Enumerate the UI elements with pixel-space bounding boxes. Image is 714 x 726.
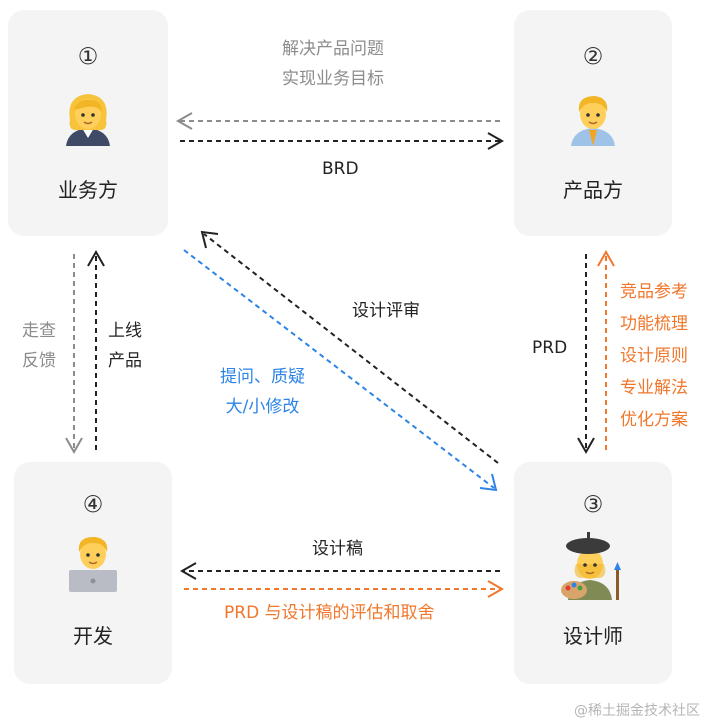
design-review-label: 设计评审 <box>352 301 420 321</box>
designer-node: ③ 设计师 <box>514 462 672 684</box>
label-line: 竞品参考 <box>620 282 688 302</box>
label-line: 走查 <box>22 321 56 341</box>
node-role: 业务方 <box>58 178 118 202</box>
left-black-label: 上线 产品 <box>108 316 142 376</box>
watermark: @稀土掘金技术社区 <box>574 703 700 719</box>
blue-label: 提问、质疑 大/小修改 <box>220 362 305 422</box>
node-role: 开发 <box>73 624 113 648</box>
top-gray-label: 解决产品问题 实现业务目标 <box>282 34 384 94</box>
node-number: ③ <box>582 492 604 518</box>
label-line: 解决产品问题 <box>282 39 384 59</box>
label-line: 设计原则 <box>620 346 688 366</box>
node-role: 产品方 <box>563 178 623 202</box>
top-gray-arrow <box>175 112 500 130</box>
right-orange-arrow <box>597 249 615 450</box>
product-node: ② 产品方 <box>514 10 672 236</box>
label-line: 优化方案 <box>620 410 688 430</box>
design-draft-label: 设计稿 <box>312 539 363 559</box>
left-gray-label: 走查 反馈 <box>22 316 56 376</box>
artist-icon <box>558 530 628 606</box>
label-line: 功能梳理 <box>620 314 688 334</box>
node-role: 设计师 <box>563 624 623 648</box>
label-line: 产品 <box>108 351 142 371</box>
diagonal-black-arrow <box>200 230 499 464</box>
node-number: ② <box>582 44 604 70</box>
label-line: 实现业务目标 <box>282 69 384 89</box>
label-line: 提问、质疑 <box>220 367 305 387</box>
top-black-arrow <box>180 132 505 150</box>
label-line: 反馈 <box>22 351 56 371</box>
brd-label: BRD <box>322 159 359 179</box>
bottom-black-arrow <box>179 562 500 580</box>
label-line: 专业解法 <box>620 378 688 398</box>
label-line: 上线 <box>108 321 142 341</box>
prd-label: PRD <box>532 338 568 358</box>
businesswoman-icon <box>62 90 114 152</box>
label-line: 大/小修改 <box>225 397 300 417</box>
bottom-orange-label: PRD 与设计稿的评估和取舍 <box>224 603 435 623</box>
left-gray-arrow <box>65 254 83 455</box>
businessman-icon <box>567 90 619 152</box>
right-black-arrow <box>577 254 595 455</box>
node-number: ① <box>77 44 99 70</box>
developer-node: ④ 开发 <box>14 462 172 684</box>
business-node: ① 业务方 <box>8 10 168 236</box>
technologist-icon <box>65 532 121 598</box>
bottom-orange-arrow <box>184 580 505 598</box>
diagonal-blue-arrow <box>183 249 498 492</box>
left-black-arrow <box>87 249 105 450</box>
right-orange-label: 竞品参考 功能梳理 设计原则 专业解法 优化方案 <box>620 276 688 436</box>
node-number: ④ <box>82 492 104 518</box>
